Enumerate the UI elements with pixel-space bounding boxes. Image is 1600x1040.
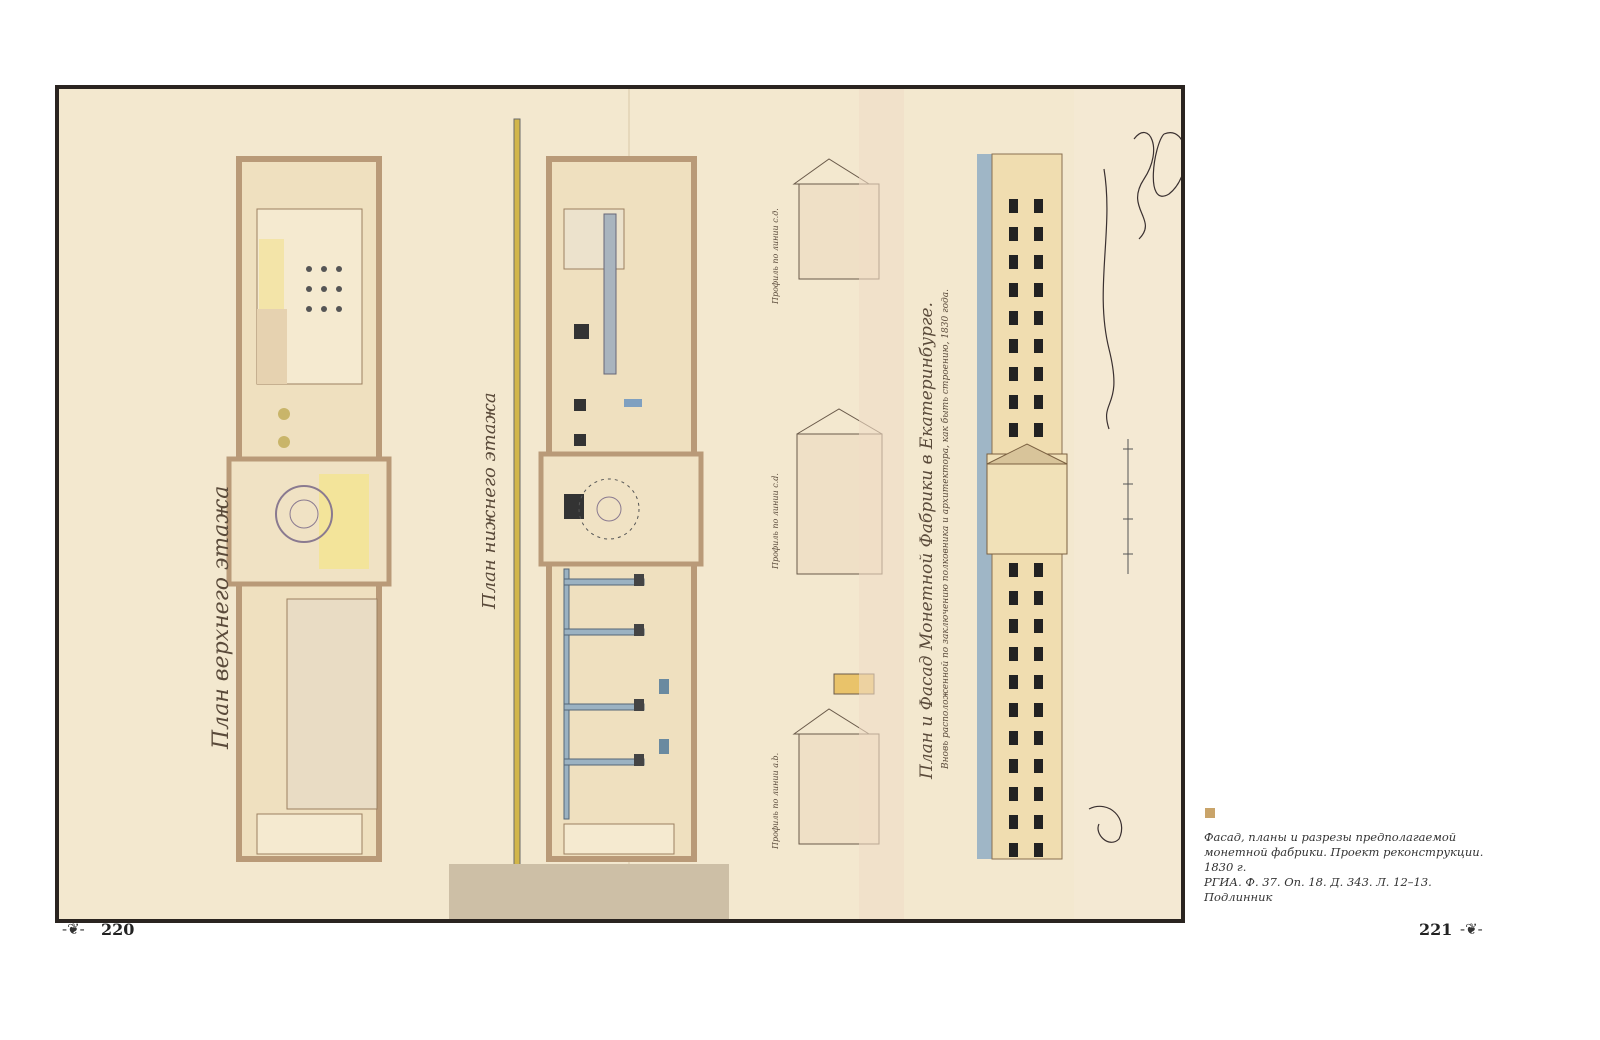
facade-window — [1034, 843, 1043, 857]
scale-bar — [1123, 439, 1133, 574]
page-number-right: 221 — [1419, 920, 1453, 939]
lower-plan-title: План нижнего этажа — [479, 392, 500, 609]
caption-marker — [1205, 808, 1215, 818]
facade-window — [1034, 647, 1043, 661]
facade-window — [1034, 759, 1043, 773]
facade-window — [1009, 619, 1018, 633]
main-title: План и Фасад Монетной Фабрики в Екатерин… — [917, 302, 937, 779]
facade-window — [1009, 199, 1018, 213]
signatures — [1088, 132, 1181, 843]
facade-window — [1009, 703, 1018, 717]
caption-line: РГИА. Ф. 37. Оп. 18. Д. 343. Л. 12–13. — [1204, 875, 1432, 889]
upper-floor-plan — [226, 156, 392, 862]
facade-window — [1009, 283, 1018, 297]
facade-window — [1034, 619, 1043, 633]
facade-window — [1034, 787, 1043, 801]
facade-window — [1009, 647, 1018, 661]
facade-window — [1009, 227, 1018, 241]
facade-window — [1009, 311, 1018, 325]
section-label: Профиль по линии c.d. — [771, 473, 780, 569]
facade-window — [1009, 759, 1018, 773]
facade-window — [1034, 703, 1043, 717]
scale-ruler — [449, 118, 729, 919]
facade-window — [1009, 395, 1018, 409]
section-label: Профиль по линии a.b. — [771, 752, 780, 849]
facade-window — [1034, 675, 1043, 689]
facade-window — [1034, 563, 1043, 577]
facade-window — [1034, 395, 1043, 409]
facade-elevation — [977, 89, 1181, 919]
facade-window — [1009, 843, 1018, 857]
facade-window — [1009, 255, 1018, 269]
upper-plan-title: План верхнего этажа — [209, 485, 234, 749]
lower-floor-plan — [538, 156, 704, 862]
architectural-drawing: План верхнего этажа План нижнего этажа П… — [55, 85, 1185, 923]
facade-window — [1034, 367, 1043, 381]
figure-caption: Фасад, планы и разрезы предполагаемой мо… — [1204, 830, 1484, 905]
facade-window — [1009, 367, 1018, 381]
facade-window — [1034, 283, 1043, 297]
page-ornament-left: -❦- — [62, 920, 85, 938]
facade-window — [1009, 731, 1018, 745]
facade-window — [1034, 255, 1043, 269]
facade-window — [1034, 339, 1043, 353]
facade-window — [1034, 591, 1043, 605]
drawing-artwork — [226, 89, 1181, 919]
facade-window — [1034, 423, 1043, 437]
facade-window — [1009, 339, 1018, 353]
section-label: Профиль по линии с.д. — [771, 208, 780, 304]
page-ornament-right: -❦- — [1460, 920, 1483, 938]
facade-window — [1009, 563, 1018, 577]
section-profiles — [792, 89, 904, 919]
facade-window — [1009, 591, 1018, 605]
facade-window — [1009, 815, 1018, 829]
facade-window — [1009, 423, 1018, 437]
caption-line: монетной фабрики. Проект реконструкции. — [1204, 845, 1484, 859]
caption-line: 1830 г. — [1204, 860, 1247, 874]
caption-line: Подлинник — [1204, 890, 1273, 904]
page-number-left: 220 — [101, 920, 135, 939]
caption-line: Фасад, планы и разрезы предполагаемой — [1204, 830, 1457, 844]
drawing-subtitle: Вновь расположенной по заключению полков… — [941, 289, 951, 769]
facade-window — [1034, 227, 1043, 241]
facade-window — [1034, 199, 1043, 213]
facade-window — [1009, 675, 1018, 689]
facade-window — [1034, 311, 1043, 325]
facade-window — [1034, 815, 1043, 829]
facade-window — [1034, 731, 1043, 745]
facade-window — [1009, 787, 1018, 801]
